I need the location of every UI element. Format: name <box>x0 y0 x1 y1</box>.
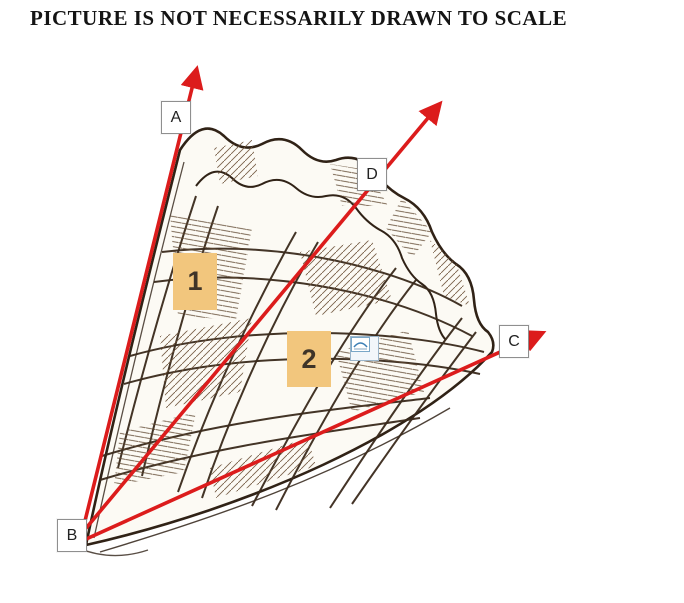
ray-B-C <box>82 330 547 542</box>
page-title: PICTURE IS NOT NECESSARILY DRAWN TO SCAL… <box>30 6 568 30</box>
left-edge-detail <box>93 161 185 539</box>
point-label-A: A <box>161 101 191 134</box>
ray-B-A <box>80 65 204 535</box>
point-label-C: C <box>499 325 529 358</box>
image-placeholder-icon <box>350 336 379 361</box>
tip-fold-detail <box>77 547 149 557</box>
point-label-B: B <box>57 519 87 552</box>
point-label-D: D <box>357 158 387 191</box>
angle-label-1: 1 <box>173 253 217 310</box>
angle-label-2: 2 <box>287 331 331 387</box>
bottom-rim-detail <box>99 407 451 553</box>
